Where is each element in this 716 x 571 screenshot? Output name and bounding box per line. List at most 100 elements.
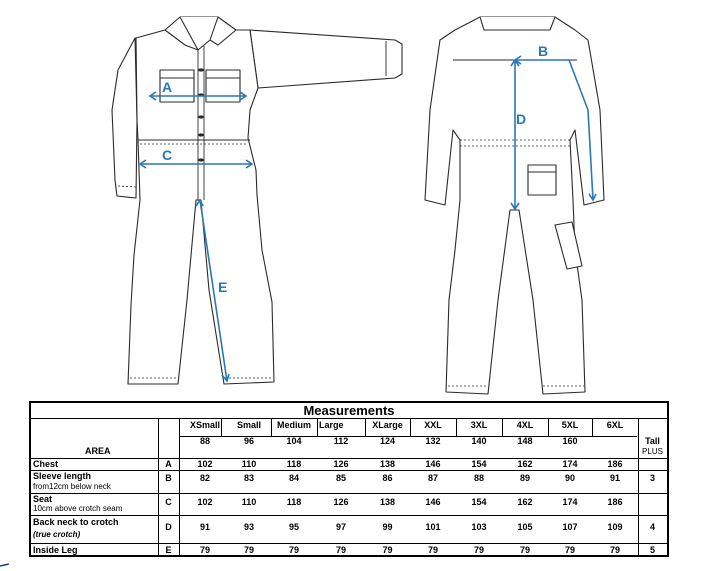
table-cell: 146 [425,459,441,469]
row-label-back-neck-to-crotch: Back neck to crotch [33,517,119,527]
table-cell: 79 [199,545,210,555]
size-number: 104 [286,436,302,446]
table-cell: 91 [199,522,210,532]
table-cell: 146 [425,497,441,507]
size-number: 96 [243,436,254,446]
dimension-label-b: B [538,43,548,59]
dimension-label-d: D [516,111,526,127]
table-cell: 89 [519,473,530,483]
table-cell: 90 [564,473,575,483]
table-cell: 118 [286,497,302,507]
size-number: 88 [199,436,210,446]
table-cell: 126 [333,459,349,469]
tall-header: Tall [645,436,660,446]
row-sublabel-sleeve-length: from12cm below neck [33,482,111,491]
size-number: 140 [471,436,487,446]
table-cell: 102 [197,459,213,469]
table-cell: 174 [562,497,578,507]
size-number: 160 [562,436,578,446]
table-cell: 138 [379,497,396,507]
table-title: Measurements [303,403,395,418]
row-label-sleeve-length: Sleeve length [33,471,92,481]
row-label-chest: Chest [33,459,59,469]
table-cell: 79 [335,545,346,555]
table-cell: 101 [425,522,441,532]
front-view [111,16,403,385]
measurements-table: Measurements XSmall Small Medium Large X… [29,401,669,557]
table-cell: 107 [562,522,578,532]
row-code: C [165,497,172,507]
size-header: 5XL [561,420,579,430]
table-cell: 110 [241,459,257,469]
table-cell: 79 [288,545,299,555]
table-cell: 84 [288,473,299,483]
row-sublabel-seat: 10cm above crotch seam [33,504,123,513]
table-cell: 102 [197,497,213,507]
table-cell: 186 [607,497,623,507]
size-header: XXL [424,420,442,430]
tall-cell: 4 [649,522,655,532]
table-cell: 105 [517,522,533,532]
dimension-label-a: A [162,79,172,95]
row-code: B [165,473,172,483]
row-label-inside-leg: Inside Leg [33,545,78,555]
tall-cell: 3 [649,473,655,483]
table-cell: 79 [473,545,484,555]
dimension-d: D [510,58,526,211]
table-cell: 109 [607,522,623,532]
size-header: XSmall [189,420,220,430]
dimension-label-c: C [162,147,172,163]
size-number: 112 [333,436,349,446]
size-header: XLarge [372,420,403,430]
dimension-e: E [195,198,230,383]
size-header: 3XL [470,420,488,430]
table-cell: 110 [241,497,257,507]
size-header: Small [236,420,261,430]
size-header: Large [319,420,344,430]
size-number: 132 [425,436,441,446]
table-cell: 91 [609,473,620,483]
size-header: 6XL [606,420,624,430]
table-cell: 97 [335,522,346,532]
table-cell: 85 [335,473,346,483]
row-code: D [165,522,172,532]
row-sublabel-back-neck-to-crotch: (true crotch) [33,530,81,539]
table-cell: 88 [473,473,484,483]
tall-subheader: PLUS [642,447,663,456]
table-cell: 154 [471,497,487,507]
brand-mark-icon [0,563,10,567]
size-header: Medium [276,420,311,430]
row-code: A [165,459,172,469]
table-cell: 162 [517,459,533,469]
table-cell: 79 [519,545,530,555]
size-number: 124 [379,436,396,446]
table-cell: 174 [562,459,578,469]
size-number: 148 [517,436,533,446]
table-cell: 95 [288,522,299,532]
table-cell: 93 [243,522,254,532]
table-cell: 87 [427,473,438,483]
table-cell: 79 [382,545,393,555]
size-header: 4XL [516,420,534,430]
dimension-c: C [138,147,254,169]
row-code: E [165,545,172,555]
tall-cell: 5 [649,545,655,555]
row-label-seat: Seat [33,494,53,504]
table-cell: 83 [243,473,254,483]
table-cell: 79 [243,545,254,555]
dimension-label-e: E [218,279,227,295]
table-cell: 138 [379,459,396,469]
table-cell: 126 [333,497,349,507]
table-cell: 103 [471,522,487,532]
table-cell: 79 [564,545,575,555]
dimension-b: B [513,43,597,202]
table-cell: 162 [517,497,533,507]
table-cell: 118 [286,459,302,469]
table-cell: 186 [607,459,623,469]
table-cell: 99 [382,522,393,532]
area-header: AREA [85,446,111,456]
table-cell: 79 [609,545,620,555]
table-cell: 82 [199,473,210,483]
dimension-a: A [148,79,248,101]
coverall-technical-drawing: A C E B D [111,16,605,395]
